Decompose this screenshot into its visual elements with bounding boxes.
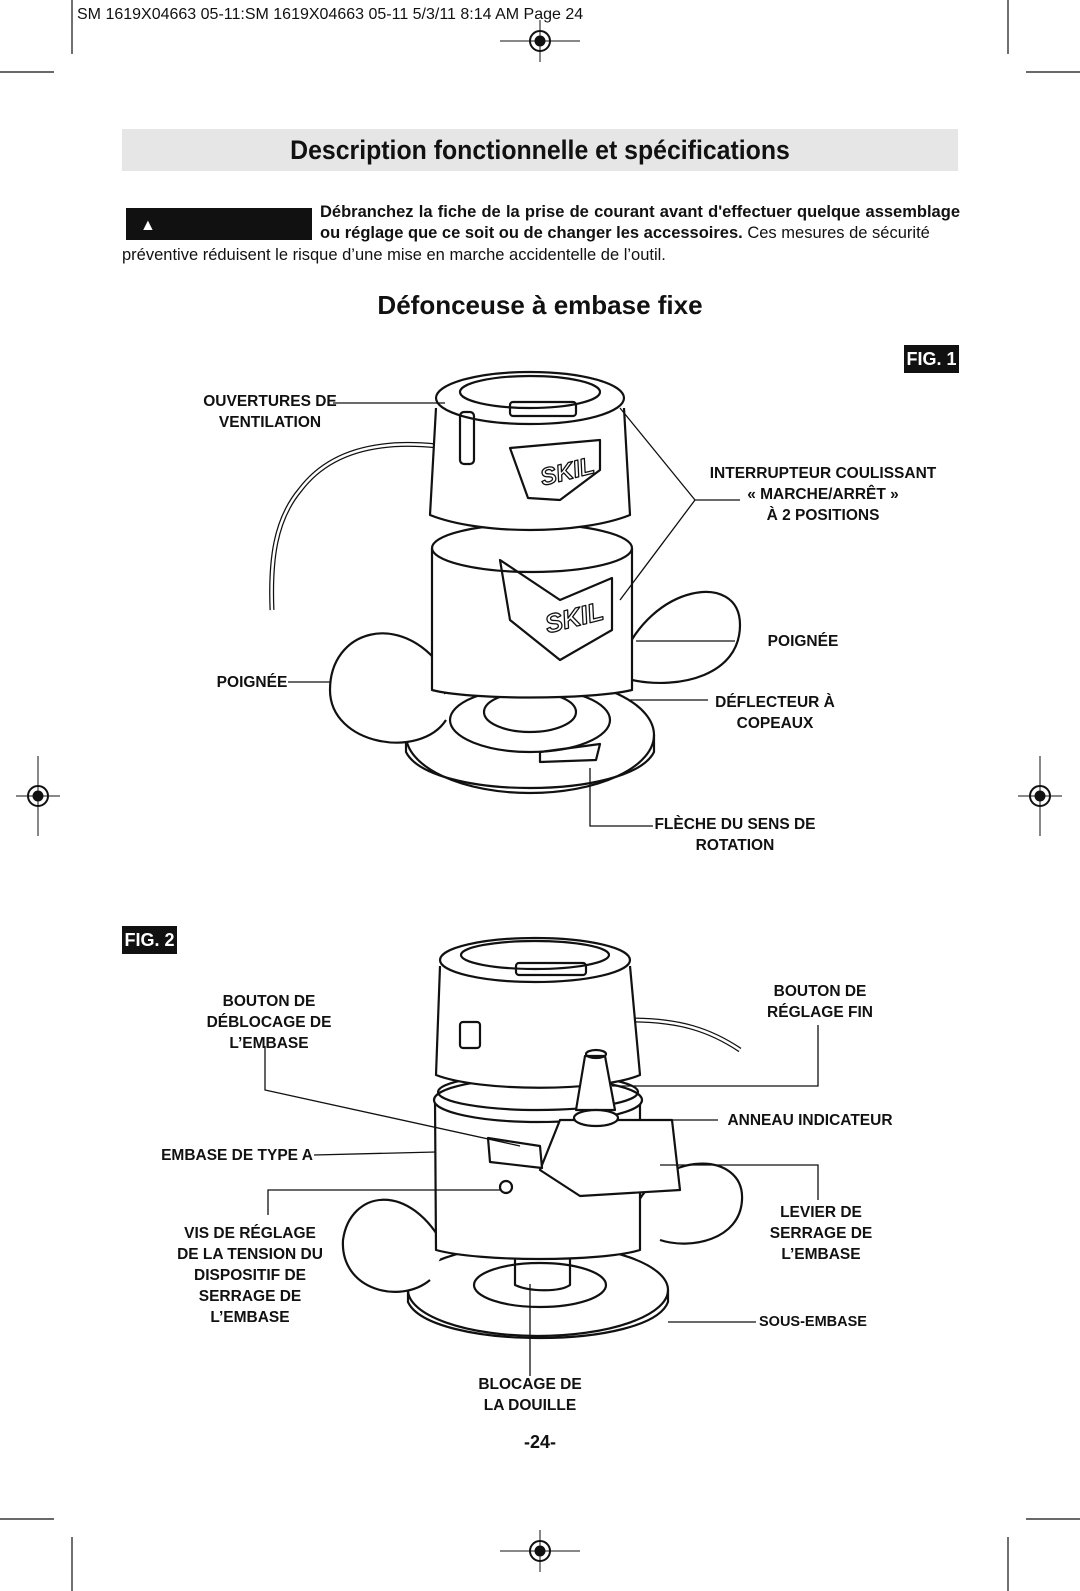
warning-badge: ▲ AVERTISSEMENT (126, 208, 312, 268)
label-spindle-lock-text: BLOCAGE DE LA DOUILLE (478, 1376, 582, 1414)
warning-normal-text: Ces mesures de sécurité (747, 224, 930, 242)
label-chip-deflector-text: DÉFLECTEUR À COPEAUX (715, 694, 835, 732)
label-vents: OUVERTURES DE VENTILATION (200, 391, 340, 433)
label-handle-left: POIGNÉE (216, 674, 288, 691)
registration-mark-left (16, 756, 60, 836)
registration-mark-right (1018, 756, 1062, 836)
registration-mark-bottom (500, 1530, 580, 1572)
label-sub-base: SOUS-EMBASE (759, 1314, 867, 1330)
label-fine-adjust-text: BOUTON DE RÉGLAGE FIN (767, 983, 873, 1021)
print-slug: SM 1619X04663 05-11:SM 1619X04663 05-11 … (77, 6, 584, 23)
warning-text: Débranchez la fiche de la prise de coura… (320, 202, 960, 244)
label-spindle-lock: BLOCAGE DE LA DOUILLE (470, 1374, 590, 1416)
label-fine-adjust: BOUTON DE RÉGLAGE FIN (760, 981, 880, 1023)
registration-mark-top (500, 20, 580, 62)
label-indicator-ring: ANNEAU INDICATEUR (727, 1112, 893, 1129)
warning-badge-label: AVERTISSEMENT (126, 248, 278, 268)
label-tension-screw: VIS DE RÉGLAGE DE LA TENSION DU DISPOSIT… (175, 1223, 325, 1328)
label-switch-text: INTERRUPTEUR COULISSANT « MARCHE/ARRÊT »… (709, 465, 937, 524)
fig2-badge: FIG. 2 (122, 926, 177, 954)
warning-continuation: préventive réduisent le risque d’une mis… (122, 246, 666, 264)
label-base-release-text: BOUTON DE DÉBLOCAGE DE L’EMBASE (206, 993, 332, 1052)
fig1-badge: FIG. 1 (904, 345, 959, 373)
label-chip-deflector: DÉFLECTEUR À COPEAUX (710, 692, 840, 734)
label-switch: INTERRUPTEUR COULISSANT « MARCHE/ARRÊT »… (705, 463, 941, 526)
warning-bold-text: Débranchez la fiche de la prise de coura… (320, 203, 960, 242)
label-clamp-lever-text: LEVIER DE SERRAGE DE L’EMBASE (769, 1204, 873, 1263)
section-title: Description fonctionnelle et spécificati… (290, 135, 790, 165)
label-base-type: EMBASE DE TYPE A (161, 1147, 313, 1164)
label-tension-screw-text: VIS DE RÉGLAGE DE LA TENSION DU DISPOSIT… (177, 1225, 323, 1326)
section-banner (122, 129, 958, 171)
label-base-release: BOUTON DE DÉBLOCAGE DE L’EMBASE (194, 991, 344, 1054)
label-clamp-lever: LEVIER DE SERRAGE DE L’EMBASE (766, 1202, 876, 1265)
warning-icon: ▲ (140, 217, 156, 234)
label-rotation-arrow-text: FLÈCHE DU SENS DE ROTATION (654, 816, 816, 854)
label-handle-right: POIGNÉE (767, 633, 839, 650)
router-subtitle: Défonceuse à embase fixe (377, 290, 703, 320)
label-vents-text: OUVERTURES DE VENTILATION (203, 393, 337, 431)
page-number: -24- (523, 1432, 556, 1452)
label-rotation-arrow: FLÈCHE DU SENS DE ROTATION (650, 814, 820, 856)
